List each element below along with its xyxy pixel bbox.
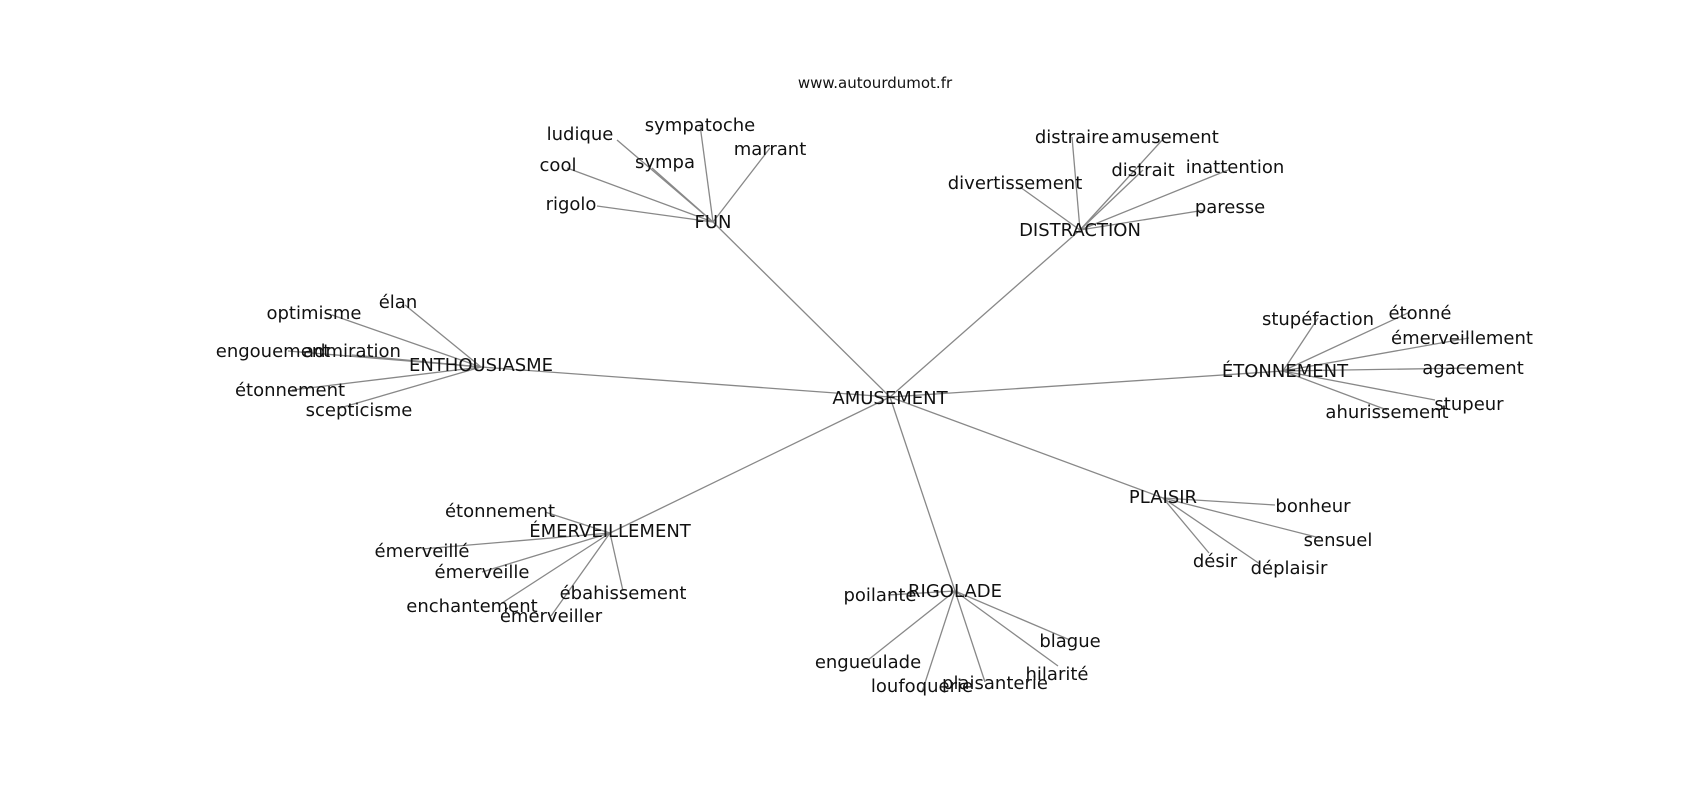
edge-hub-to-leaf <box>1162 497 1210 554</box>
leaf-node-label: déplaisir <box>1251 558 1328 579</box>
leaf-node-label: sensuel <box>1304 530 1373 551</box>
leaf-node-label: marrant <box>734 139 807 160</box>
leaf-node-label: émerveillé <box>375 541 470 562</box>
edge-hub-to-leaf <box>339 366 482 409</box>
leaf-node-label: admiration <box>303 341 401 362</box>
edge-hub-to-leaf <box>867 590 956 661</box>
edge-hub-to-leaf <box>291 366 482 391</box>
edge-hub-to-leaf <box>712 147 771 223</box>
edge-hub-to-leaf <box>921 590 956 693</box>
leaf-node-label: distrait <box>1111 160 1174 181</box>
edge-hub-to-leaf <box>1282 367 1471 372</box>
leaf-node-label: sympa <box>635 152 695 173</box>
leaf-node-label: engueulade <box>815 652 921 673</box>
leaf-node-label: désir <box>1193 551 1238 572</box>
edge-hub-to-leaf <box>1282 337 1470 372</box>
edge-hub-to-leaf <box>544 511 611 534</box>
leaf-node-label: élan <box>379 292 418 313</box>
hub-node-label: DISTRACTION <box>1019 220 1141 241</box>
hub-node-label: FUN <box>695 212 732 233</box>
edge-hub-to-leaf <box>1079 169 1144 231</box>
leaf-node-label: rigolo <box>546 194 597 215</box>
hub-node-label: PLAISIR <box>1129 487 1197 508</box>
edge-hub-to-leaf <box>550 532 611 617</box>
edge-hub-to-leaf <box>1282 311 1411 372</box>
leaf-node-label: engouement <box>216 341 330 362</box>
leaf-node-label: paresse <box>1195 197 1265 218</box>
hub-node-label: ENTHOUSIASME <box>409 355 553 376</box>
edge-center-to-hub <box>889 396 956 592</box>
edge-hub-to-leaf <box>954 590 986 683</box>
edge-hub-to-leaf <box>566 167 714 223</box>
leaf-node-label: étonnement <box>235 380 345 401</box>
leaf-node-label: loufoquerie <box>871 676 973 697</box>
edge-hub-to-leaf <box>954 590 1071 641</box>
leaf-node-label: cool <box>540 155 577 176</box>
edge-hub-to-leaf <box>1162 497 1321 539</box>
leaf-node-label: bonheur <box>1275 496 1351 517</box>
edge-hub-to-leaf <box>651 167 714 223</box>
edge-hub-to-leaf <box>421 532 611 550</box>
edge-hub-to-leaf <box>1079 209 1206 231</box>
leaf-node-label: amusement <box>1111 127 1219 148</box>
edge-hub-to-leaf <box>501 532 611 604</box>
leaf-node-label: stupéfaction <box>1262 309 1374 330</box>
edge-center-to-hub <box>712 221 891 398</box>
leaf-node-label: divertissement <box>948 173 1083 194</box>
leaf-node-label: enchantement <box>406 596 537 617</box>
leaf-node-label: émerveiller <box>500 606 603 627</box>
leaf-node-label: distraire <box>1035 127 1109 148</box>
edge-hub-to-leaf <box>699 124 714 223</box>
leaf-node-label: étonnement <box>445 501 555 522</box>
center-node-label: AMUSEMENT <box>832 388 948 409</box>
graph-labels: ludique sympatoche marrant cool sympa rigoloF… <box>216 115 1533 697</box>
edge-hub-to-leaf <box>1162 497 1276 506</box>
edge-hub-to-leaf <box>954 590 1059 667</box>
edge-center-to-hub <box>889 370 1284 398</box>
edge-hub-to-leaf <box>481 532 611 573</box>
edge-hub-to-leaf <box>1019 186 1081 231</box>
edge-hub-to-leaf <box>351 354 482 368</box>
edge-hub-to-leaf <box>1079 136 1166 231</box>
leaf-node-label: plaisanterie <box>942 673 1048 694</box>
edge-center-to-hub <box>889 229 1081 398</box>
edge-hub-to-leaf <box>1282 370 1436 401</box>
edge-hub-to-leaf <box>1079 169 1229 231</box>
leaf-node-label: émerveillement <box>1391 328 1533 349</box>
edge-center-to-hub <box>609 396 891 534</box>
leaf-node-label: poilante <box>843 585 916 606</box>
leaf-node-label: ludique <box>547 124 614 145</box>
edge-center-to-hub <box>889 396 1164 499</box>
leaf-node-label: blague <box>1039 631 1100 652</box>
leaf-node-label: ahurissement <box>1325 402 1448 423</box>
leaf-node-label: ébahissement <box>560 583 687 604</box>
leaf-node-label: optimisme <box>266 303 361 324</box>
edge-hub-to-leaf <box>404 304 482 368</box>
edge-center-to-hub <box>480 366 891 398</box>
hub-node-label: RIGOLADE <box>908 581 1002 602</box>
leaf-node-label: stupeur <box>1434 394 1504 415</box>
leaf-node-label: étonné <box>1388 303 1451 324</box>
leaf-node-label: scepticisme <box>306 400 413 421</box>
edge-hub-to-leaf <box>1282 370 1388 411</box>
leaf-node-label: agacement <box>1422 358 1524 379</box>
edge-hub-to-leaf <box>1282 317 1319 372</box>
edge-hub-to-leaf <box>887 590 956 596</box>
hub-node-label: ÉTONNEMENT <box>1222 360 1349 382</box>
leaf-node-label: sympatoche <box>645 115 755 136</box>
edge-hub-to-leaf <box>609 532 624 592</box>
edge-hub-to-leaf <box>1071 136 1081 231</box>
source-url: www.autourdumot.fr <box>798 74 953 92</box>
edge-hub-to-leaf <box>596 205 714 223</box>
graph-edges <box>287 124 1471 693</box>
leaf-node-label: inattention <box>1186 157 1285 178</box>
edge-hub-to-leaf <box>1162 497 1261 565</box>
leaf-node-label: émerveille <box>435 562 530 583</box>
hub-node-label: ÉMERVEILLEMENT <box>529 520 692 542</box>
edge-hub-to-leaf <box>331 314 482 368</box>
leaf-node-label: hilarité <box>1026 664 1089 685</box>
